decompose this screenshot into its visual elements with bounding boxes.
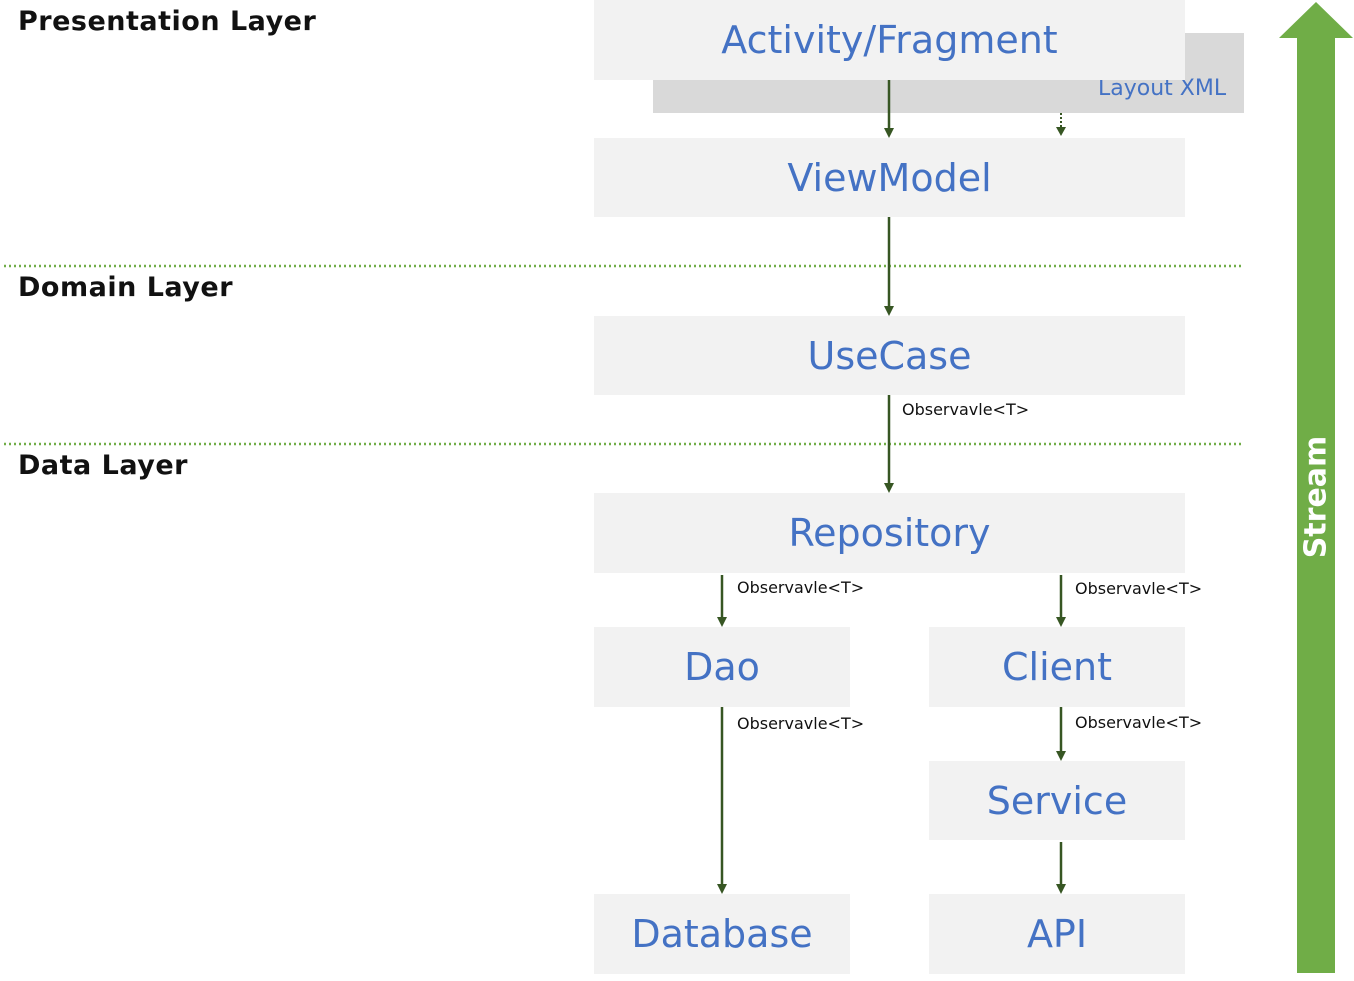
activity-fragment-node: Activity/Fragment: [594, 0, 1185, 80]
domain-layer-label: Domain Layer: [18, 272, 234, 303]
activity-fragment-label: Activity/Fragment: [721, 18, 1058, 62]
data-layer-label: Data Layer: [18, 450, 188, 481]
stream-label: Stream: [1298, 435, 1334, 559]
repository-client-edge-label: Observavle<T>: [1075, 579, 1203, 598]
stream-arrow: [1279, 2, 1353, 973]
dao-node: Dao: [594, 627, 850, 707]
repository-label: Repository: [788, 511, 991, 555]
service-node: Service: [929, 761, 1185, 840]
service-label: Service: [986, 778, 1128, 823]
dao-database-edge-label: Observavle<T>: [737, 714, 865, 733]
repository-node: Repository: [594, 493, 1185, 573]
client-label: Client: [1001, 645, 1112, 689]
client-node: Client: [929, 627, 1185, 707]
viewmodel-node: ViewModel: [594, 138, 1185, 217]
viewmodel-label: ViewModel: [787, 155, 992, 200]
api-node: API: [929, 894, 1185, 974]
usecase-node: UseCase: [594, 316, 1185, 395]
client-service-edge-label: Observavle<T>: [1075, 713, 1203, 732]
usecase-label: UseCase: [807, 333, 972, 378]
api-label: API: [1026, 912, 1088, 956]
database-label: Database: [631, 912, 813, 956]
usecase-repository-edge-label: Observavle<T>: [902, 400, 1030, 419]
presentation-layer-label: Presentation Layer: [18, 6, 317, 37]
layout-xml-arrowhead: [1056, 127, 1066, 136]
database-node: Database: [594, 894, 850, 974]
repository-dao-edge-label: Observavle<T>: [737, 578, 865, 597]
layout-xml-label: Layout XML: [1098, 76, 1227, 101]
dao-label: Dao: [684, 645, 760, 689]
